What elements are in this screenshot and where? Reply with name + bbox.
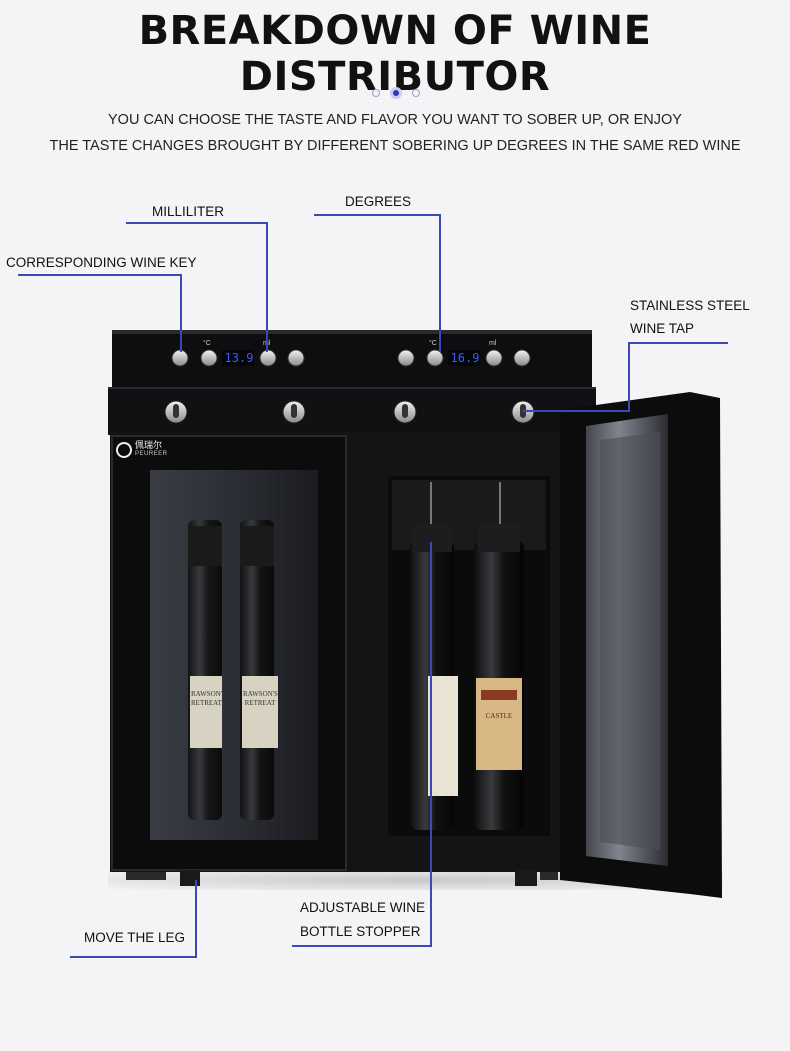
pager-dot-2[interactable]: [390, 87, 402, 99]
callout-line-degrees-h: [314, 214, 440, 216]
callout-stopper-line1: ADJUSTABLE WINE: [300, 900, 426, 915]
right-temperature-display: 16.9: [450, 351, 480, 365]
callout-wine-key: CORRESPONDING WINE KEY: [6, 255, 197, 270]
callout-line-degrees-v: [439, 214, 441, 352]
page-title: BREAKDOWN OF WINE DISTRIBUTOR: [138, 8, 652, 100]
carousel-pager: [370, 87, 422, 99]
unit-celsius-left: °C: [203, 340, 211, 347]
brand-logo-icon: [116, 442, 132, 458]
brand-logo: 佩瑞尔 PEUREER: [116, 440, 168, 460]
left-temperature-display: 13.9: [224, 351, 254, 365]
callout-wine-tap-line2: WINE TAP: [630, 321, 695, 336]
callout-line-leg-v: [195, 880, 197, 958]
callout-degrees: DEGREES: [345, 194, 412, 209]
callout-line-stopper-h: [292, 945, 432, 947]
subtitle-line-1: YOU CAN CHOOSE THE TASTE AND FLAVOR YOU …: [108, 112, 682, 128]
bottle-label-2: RAWSON'S RETREAT: [243, 690, 278, 707]
pager-dot-3[interactable]: [412, 89, 420, 97]
callout-line-milliliter-v: [266, 222, 268, 352]
brand-name: PEUREER: [135, 451, 168, 457]
callout-line-wine-tap-h: [628, 342, 728, 344]
callout-wine-tap-line1: STAINLESS STEEL: [630, 298, 750, 313]
callout-stopper-line2: BOTTLE STOPPER: [300, 924, 421, 939]
callout-line-wine-tap-v: [628, 342, 630, 412]
callout-line-wine-tap-h2: [523, 410, 630, 412]
pager-dot-1[interactable]: [372, 89, 380, 97]
callout-line-leg-h: [70, 956, 197, 958]
brand-name-cn: 佩瑞尔: [135, 441, 163, 451]
unit-celsius-right: °C: [429, 340, 437, 347]
bottle-label-1: RAWSON'S RETREAT: [191, 690, 226, 707]
callout-leg: MOVE THE LEG: [84, 930, 186, 945]
callout-line-stopper-v: [430, 542, 432, 946]
callout-line-wine-key-h: [18, 274, 181, 276]
subtitle-line-2: THE TASTE CHANGES BROUGHT BY DIFFERENT S…: [49, 138, 741, 154]
callout-milliliter: MILLILITER: [152, 204, 225, 219]
unit-ml-right: ml: [489, 340, 497, 347]
bottle-label-4: CASTLE: [485, 712, 513, 720]
callout-line-milliliter-h: [126, 222, 267, 224]
callout-line-wine-key-v: [180, 274, 182, 352]
